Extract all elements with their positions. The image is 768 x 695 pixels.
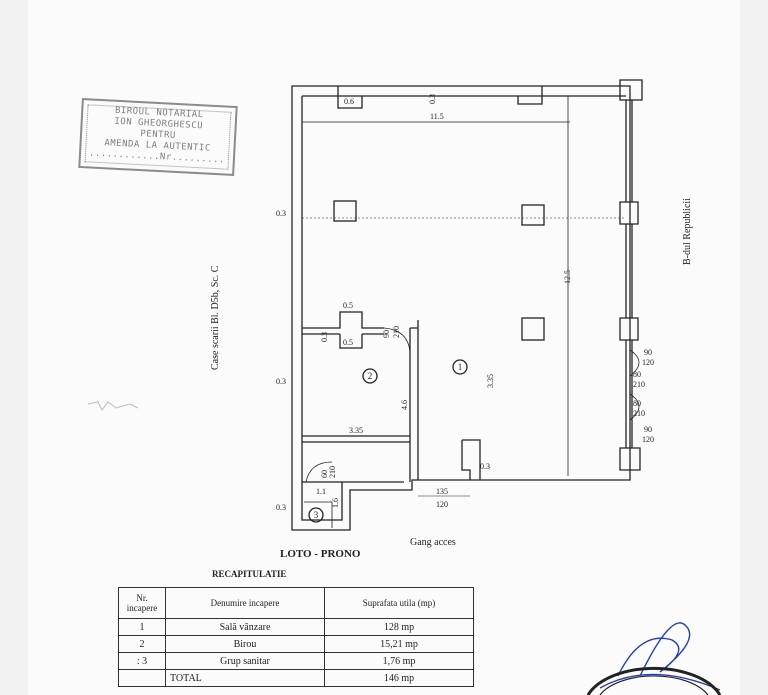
dim-label: 1.1 [316, 487, 326, 496]
dim-label: 0.3 [428, 94, 437, 104]
dim-label: 0.6 [344, 97, 354, 106]
dim-label: 120 [642, 435, 654, 444]
table-row: 2 Birou 15,21 mp [118, 635, 474, 653]
dim-label: 3.35 [349, 426, 363, 435]
row-nr: 2 [118, 635, 166, 653]
side-label-right: B-dul Republicii [682, 198, 693, 265]
gang-label: Gang acces [410, 537, 456, 548]
dim-label: 0.3 [480, 462, 490, 471]
recap-title: RECAPITULATIE [212, 569, 286, 579]
dim-label: 1.6 [331, 498, 340, 508]
plan-walls [291, 79, 643, 531]
dim-label: 210 [328, 466, 337, 478]
recap-table: Nr. incapere Denumire incapere Suprafata… [118, 587, 474, 687]
table-row: 1 Sală vânzare 128 mp [118, 618, 474, 636]
dim-label: 80 [633, 370, 641, 379]
table-row: : 3 Grup sanitar 1,76 mp [118, 652, 474, 670]
row-name: Grup sanitar [165, 652, 325, 670]
row-area: 1,76 mp [324, 652, 474, 670]
side-label-left: Case scarii Bl. D5b, Sc. C [210, 265, 221, 370]
dim-label: 120 [436, 500, 448, 509]
row-area: 128 mp [324, 618, 474, 636]
header-nr: Nr. incapere [118, 587, 166, 619]
dim-label: 120 [642, 358, 654, 367]
dim-label: 135 [436, 487, 448, 496]
row-name: Birou [165, 635, 325, 653]
total-value: 146 mp [324, 669, 474, 687]
dim-label: 3.35 [486, 374, 495, 388]
dim-label: 90 [644, 425, 652, 434]
dim-label: 60 [320, 470, 329, 478]
dim-label: 210 [392, 326, 401, 338]
round-seal [586, 666, 722, 695]
total-label: TOTAL [165, 669, 325, 687]
dim-label: 90 [644, 348, 652, 357]
dim-label: 210 [633, 380, 645, 389]
dim-label: 0.3 [276, 209, 286, 218]
row-nr: : 3 [118, 652, 166, 670]
row-nr: 1 [118, 618, 166, 636]
dim-label: 90 [382, 330, 391, 338]
dim-label: 4.6 [400, 400, 409, 410]
loto-label: LOTO - PRONO [280, 548, 361, 560]
scan-margin-right [740, 0, 768, 695]
header-area: Suprafata utila (mp) [324, 587, 474, 619]
dim-label: 80 [633, 399, 641, 408]
dim-label: 0.5 [343, 338, 353, 347]
signature [599, 622, 721, 691]
dim-label: 0.3 [276, 503, 286, 512]
dim-label: 0.3 [276, 377, 286, 386]
row-name: Sală vânzare [165, 618, 325, 636]
scan-margin-left [0, 0, 28, 695]
dim-label: 11.5 [430, 112, 444, 121]
total-row: TOTAL 146 mp [118, 669, 474, 687]
dim-label: 210 [633, 409, 645, 418]
document-page [28, 0, 740, 695]
room-number: 3 [314, 510, 319, 520]
pencil-mark [87, 401, 139, 411]
dim-label: 0.5 [343, 301, 353, 310]
row-area: 15,21 mp [324, 635, 474, 653]
room-number: 2 [368, 371, 373, 381]
recap-header-row: Nr. incapere Denumire incapere Suprafata… [118, 587, 474, 619]
dim-label: 12.5 [563, 270, 572, 284]
room-number: 1 [458, 362, 463, 372]
dim-label: 0.3 [320, 332, 329, 342]
header-name: Denumire incapere [165, 587, 325, 619]
